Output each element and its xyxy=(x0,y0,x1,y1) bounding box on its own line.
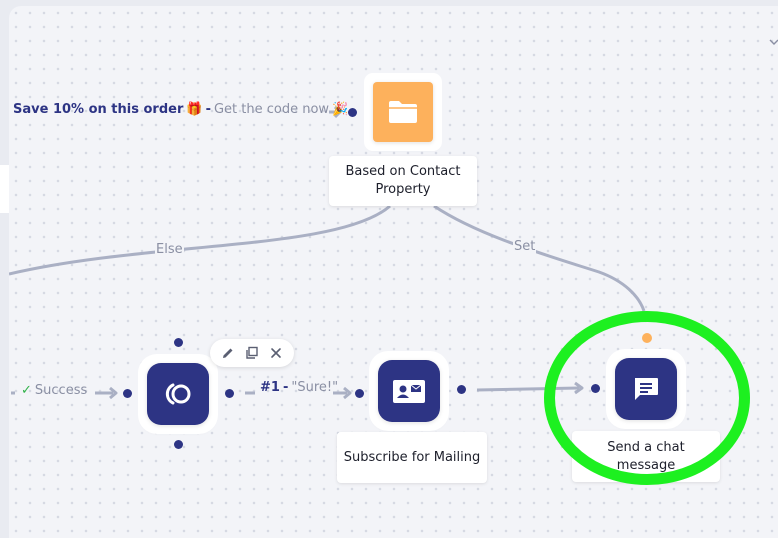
set-label: Set xyxy=(513,239,537,254)
copy-icon xyxy=(246,346,258,359)
highlight-circle xyxy=(544,311,750,485)
chevron-down-icon[interactable] xyxy=(769,38,778,46)
delete-button[interactable] xyxy=(267,343,286,363)
party-emoji: 🎉 xyxy=(332,102,349,117)
openai-ring-icon xyxy=(165,383,191,405)
close-icon xyxy=(271,348,282,358)
success-edge-label: ✓ Success xyxy=(21,383,87,398)
integration-bottom-port[interactable] xyxy=(174,440,183,449)
arrow-incoming xyxy=(329,105,342,119)
incoming-message-text: Get the code now xyxy=(213,102,330,117)
integration-icon-box xyxy=(147,363,209,425)
folder-icon xyxy=(389,101,417,123)
node-toolbar xyxy=(210,339,294,367)
check-icon: ✓ xyxy=(21,383,32,398)
else-label: Else xyxy=(155,242,184,257)
button-number: #1 xyxy=(260,380,280,395)
integration-top-port[interactable] xyxy=(174,338,183,347)
subscribe-icon-box xyxy=(378,360,440,422)
incoming-message-bold: Save 10% on this order xyxy=(13,102,184,117)
copy-button[interactable] xyxy=(242,343,261,363)
incoming-message: Save 10% on this order 🎁 - Get the code … xyxy=(13,102,348,117)
button-edge-label: #1 - "Sure!" xyxy=(260,380,338,395)
contact-property-node[interactable] xyxy=(369,78,437,146)
arrow-button xyxy=(343,386,352,400)
incoming-message-separator: - xyxy=(205,102,211,117)
integration-input-port[interactable] xyxy=(123,389,132,398)
success-label: Success xyxy=(34,383,88,398)
left-panel-edge xyxy=(0,165,9,213)
subscribe-input-port[interactable] xyxy=(355,389,364,398)
pencil-icon xyxy=(222,348,233,358)
else-connection xyxy=(9,204,391,276)
arrow-success xyxy=(109,386,118,400)
flow-connections xyxy=(9,105,646,400)
contact-property-label: Based on Contact Property xyxy=(329,156,477,206)
set-connection xyxy=(433,204,646,312)
incoming-port[interactable] xyxy=(348,108,357,117)
button-separator: - xyxy=(282,380,289,395)
subscribe-label: Subscribe for Mailing xyxy=(337,432,487,483)
button-text: "Sure!" xyxy=(291,380,339,395)
contact-property-icon-box xyxy=(373,82,433,142)
flow-canvas[interactable]: Save 10% on this order 🎁 - Get the code … xyxy=(9,6,778,538)
contact-card-icon xyxy=(393,380,425,403)
integration-output-port[interactable] xyxy=(225,389,234,398)
subscribe-output-port[interactable] xyxy=(457,385,466,394)
gift-emoji: 🎁 xyxy=(186,102,203,117)
integration-node[interactable] xyxy=(143,359,213,429)
subscribe-node[interactable] xyxy=(374,356,444,426)
edit-button[interactable] xyxy=(218,343,237,363)
